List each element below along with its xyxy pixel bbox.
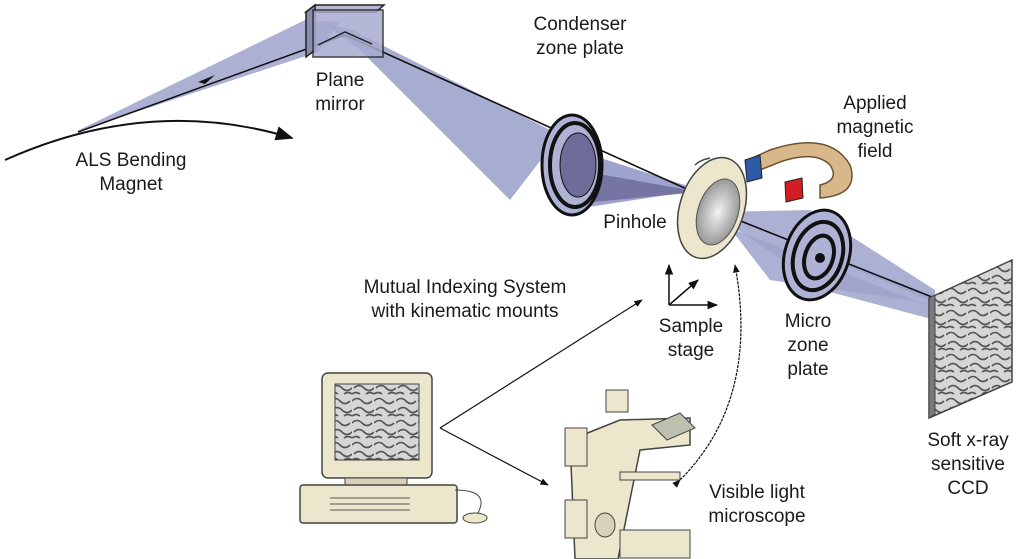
condenser-zone-plate (540, 113, 604, 217)
ccd-detector (928, 258, 1013, 420)
arrow-computer-to-microscope (439, 427, 549, 486)
beam-incoming (75, 20, 340, 132)
beam-to-ccd (715, 210, 940, 310)
horseshoe-magnet (744, 142, 853, 203)
beam-direction-arrow (198, 75, 215, 84)
beam-axis-1 (77, 34, 346, 133)
computer-screen (334, 383, 420, 461)
plane-mirror (303, 3, 386, 59)
label-pinhole: Pinhole (603, 212, 666, 233)
sample-holder (676, 156, 748, 260)
magnet-south-pole (784, 177, 804, 203)
arrow-computer-to-stage (439, 299, 643, 429)
arrow-stage-microscope (672, 264, 742, 488)
computer-mouse (462, 512, 488, 524)
visible-light-microscope (564, 389, 696, 559)
beam-mirror-to-condenser (322, 22, 560, 200)
magnet-north-pole (744, 154, 763, 183)
computer (299, 372, 488, 524)
micro-zone-plate (781, 208, 853, 302)
electron-trajectory-arrow (4, 119, 294, 161)
sample-stage-axes-icon (664, 263, 719, 310)
beam-axis-2 (344, 34, 701, 196)
